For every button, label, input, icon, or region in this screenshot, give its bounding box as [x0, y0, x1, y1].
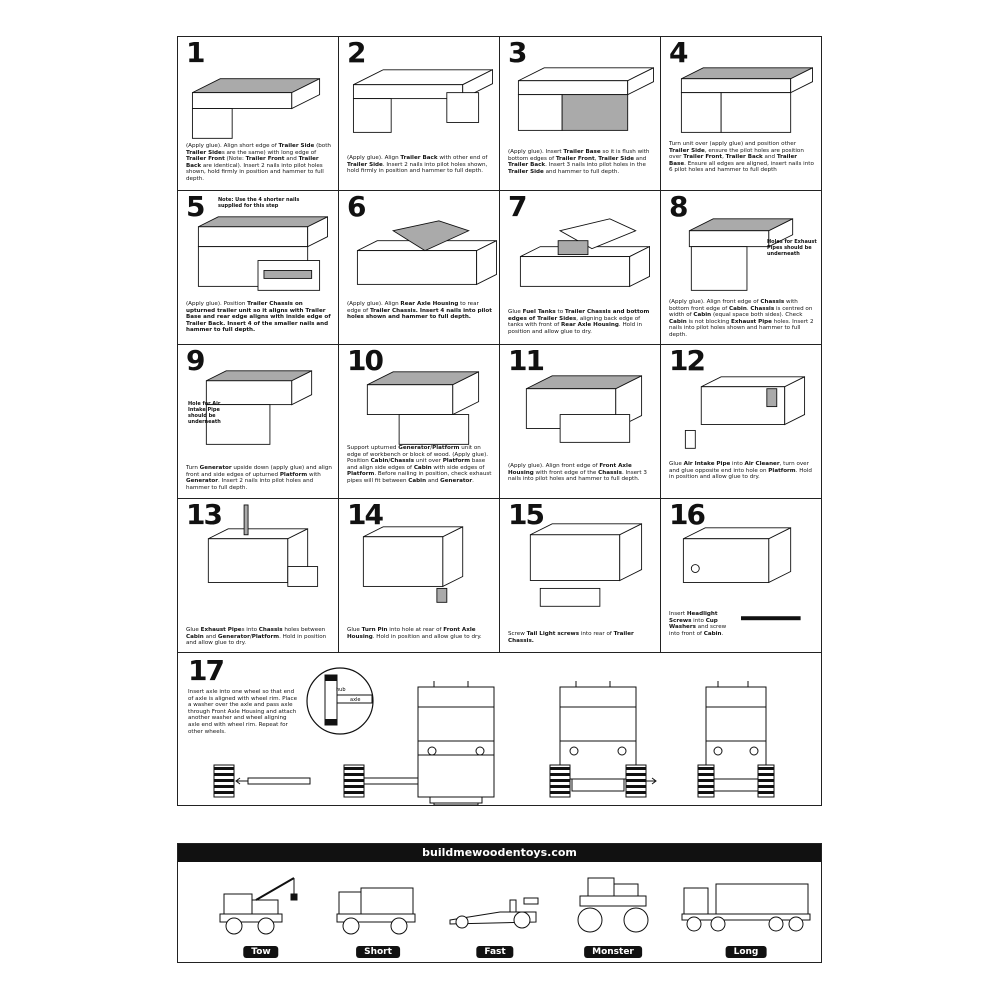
short-truck-icon: [336, 887, 416, 935]
step-caption: Glue Fuel Tanks to Trailer Chassis and b…: [508, 309, 650, 335]
step-caption: Turn Generator upside down (apply glue) …: [186, 465, 332, 491]
toy-label: Monster: [584, 946, 642, 958]
step-illustration: [352, 69, 493, 133]
monster-truck-icon: [577, 877, 649, 933]
step-illustration: [356, 220, 497, 286]
step-caption: Support upturned Generator/Platform unit…: [347, 445, 492, 484]
axle-label: axle: [350, 697, 361, 703]
toy-monster: Monster: [558, 870, 668, 960]
step-caption: (Apply glue). Align Rear Axle Housing to…: [347, 301, 492, 321]
step-illustration: [517, 67, 654, 131]
step-illustration: [519, 218, 650, 288]
step-caption: Insert axle into one wheel so that end o…: [188, 689, 298, 735]
long-truck-icon: [681, 883, 811, 932]
hub-label: hub: [336, 687, 346, 693]
step-illustration: [205, 370, 313, 445]
step-caption: Glue Turn Pin into hole at rear of Front…: [347, 627, 482, 640]
step-number: 4: [669, 37, 689, 69]
step-note: Holes for Exhaust Pipes should be undern…: [767, 239, 817, 257]
step-number: 2: [347, 37, 367, 69]
step-number: 14: [347, 499, 384, 531]
step-number: 1: [186, 37, 206, 69]
step-illustration: [191, 78, 321, 139]
step-number: 10: [347, 345, 384, 377]
step-illustration: [207, 504, 319, 587]
step-caption: Glue Air Intake Pipe into Air Cleaner, t…: [669, 461, 812, 481]
step-caption: (Apply glue). Position Trailer Chassis o…: [186, 301, 331, 334]
step-caption: Screw Tail Light screws into rear of Tra…: [508, 631, 634, 644]
race-car-icon: [449, 897, 539, 929]
toy-tow: Tow: [206, 870, 316, 960]
step-number: 11: [508, 345, 545, 377]
step-number: 8: [669, 191, 689, 223]
step-17-illustration: hub axle: [213, 667, 775, 805]
step-illustration: [682, 527, 801, 621]
step-17: 17 Insert axle into one wheel so that en…: [178, 653, 821, 805]
step-note: Note: Use the 4 shorter nails supplied f…: [218, 197, 300, 209]
step-11: 11 (Apply glue). Align front edge of Fron…: [500, 345, 661, 499]
step-6: 6 (Apply glue). Align Rear Axle Housing t…: [339, 191, 500, 345]
step-number: 9: [186, 345, 206, 377]
step-number: 16: [669, 499, 706, 531]
step-illustration: [688, 218, 794, 291]
instruction-sheet: 1 (Apply glue). Align short edge of Trail…: [177, 36, 822, 806]
step-illustration: [680, 67, 813, 133]
tow-truck-icon: [219, 877, 298, 935]
toy-label: Fast: [476, 946, 514, 958]
toy-short: Short: [323, 870, 433, 960]
step-caption: (Apply glue). Align front edge of Front …: [508, 463, 647, 483]
step-caption: Insert Headlight Screws into Cup Washers…: [669, 611, 727, 637]
footer-panel: buildmewoodentoys.com Tow Short: [177, 843, 822, 963]
step-8: 8 (Apply glue). Align front edge of Chass…: [661, 191, 821, 345]
step-number: 13: [186, 499, 223, 531]
step-illustration: [525, 375, 643, 443]
step-illustration: [197, 216, 328, 291]
step-caption: Glue Exhaust Pipes into Chassis holes be…: [186, 627, 327, 647]
step-caption: (Apply glue). Insert Trailer Base so it …: [508, 149, 650, 175]
toy-label: Long: [725, 946, 767, 958]
toy-fast: Fast: [440, 870, 550, 960]
step-1: 1 (Apply glue). Align short edge of Trail…: [178, 37, 339, 191]
step-number: 15: [508, 499, 545, 531]
steps-grid: 1 (Apply glue). Align short edge of Trail…: [178, 37, 821, 653]
step-number: 12: [669, 345, 706, 377]
step-5: 5 (Apply glue). Position Trailer Chassis …: [178, 191, 339, 345]
step-number: 6: [347, 191, 367, 223]
website-banner: buildmewoodentoys.com: [178, 844, 821, 862]
step-number: 3: [508, 37, 528, 69]
step-illustration: [366, 371, 480, 445]
step-number: 5: [186, 191, 206, 223]
step-number: 7: [508, 191, 528, 223]
step-3: 3 (Apply glue). Insert Trailer Base so it…: [500, 37, 661, 191]
step-note: Hole for Air Intake Pipe should be under…: [188, 401, 221, 425]
step-caption: (Apply glue). Align short edge of Traile…: [186, 143, 331, 182]
step-caption: Turn unit over (apply glue) and position…: [669, 141, 814, 174]
step-illustration: [362, 526, 464, 603]
toy-label: Short: [356, 946, 400, 958]
toy-long: Long: [676, 870, 816, 960]
step-number: 17: [188, 654, 225, 687]
step-illustration: [529, 523, 643, 607]
step-illustration: [684, 376, 806, 449]
step-2: 2 (Apply glue). Align Trailer Back with o…: [339, 37, 500, 191]
step-caption: (Apply glue). Align front edge of Chassi…: [669, 299, 814, 338]
toy-label: Tow: [243, 946, 279, 958]
step-caption: (Apply glue). Align Trailer Back with ot…: [347, 155, 488, 175]
